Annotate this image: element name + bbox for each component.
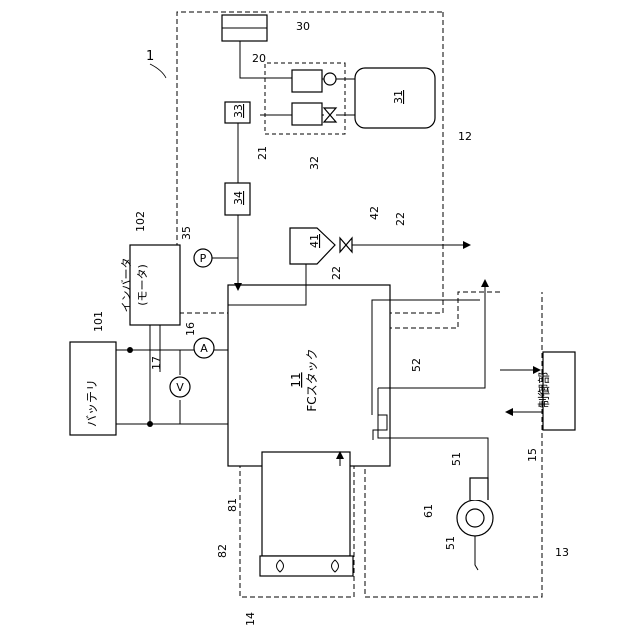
label-51-bottom: 51 [444, 536, 457, 550]
label-17: 17 [150, 356, 163, 370]
label-22-bottom: 22 [330, 266, 343, 280]
stack-name: FCスタック [305, 348, 319, 411]
label-20: 20 [252, 52, 266, 65]
label-41: 41 [308, 234, 321, 248]
label-12: 12 [458, 130, 472, 143]
label-82: 82 [216, 544, 229, 558]
label-34: 34 [232, 191, 245, 205]
label-31: 31 [392, 90, 405, 104]
battery-text: バッテリ [85, 379, 99, 427]
pressure-sensor: P [194, 249, 212, 267]
stack-number: 11 [289, 372, 303, 387]
label-13: 13 [555, 546, 569, 559]
pipe-air-52 [378, 388, 488, 478]
label-system: 1 [146, 49, 154, 64]
label-52: 52 [410, 358, 423, 372]
inverter-text-line2: (モータ) [136, 264, 149, 306]
pipe-air-inlet-51 [475, 536, 478, 570]
drain-valve-42 [340, 238, 352, 252]
label-61: 61 [422, 504, 435, 518]
label-30: 30 [296, 20, 310, 33]
junction-dot [147, 421, 153, 427]
inverter-text-line1: インバータ [120, 258, 133, 313]
ammeter-symbol: A [200, 342, 208, 355]
pump-inner [466, 509, 484, 527]
pump-outlet [470, 478, 488, 500]
label-21: 21 [256, 146, 269, 160]
pressure-sensor-symbol: P [200, 252, 207, 265]
label-35: 35 [180, 226, 193, 240]
label-102: 102 [134, 211, 147, 232]
wire-inverter-stack [116, 325, 228, 424]
regulator-lower [292, 103, 322, 125]
label-14: 14 [244, 612, 257, 626]
voltmeter: V [170, 377, 190, 397]
label-22-top: 22 [394, 212, 407, 226]
voltmeter-symbol: V [176, 381, 184, 394]
label-51-top: 51 [450, 452, 463, 466]
region-13-dashed [365, 292, 542, 597]
pointer-system [150, 64, 166, 78]
ammeter: A [194, 338, 214, 358]
radiator-core-81 [262, 452, 350, 556]
fan-82 [260, 556, 353, 576]
label-81: 81 [226, 498, 239, 512]
label-33: 33 [232, 104, 245, 118]
check-valve [324, 73, 336, 85]
label-15: 15 [526, 448, 539, 462]
label-16: 16 [184, 322, 197, 336]
junction-dot [127, 347, 133, 353]
controller-text: 制御部 [536, 372, 551, 408]
pump-61 [457, 478, 493, 536]
shutoff-valve [324, 108, 336, 122]
regulator-upper [292, 70, 322, 92]
label-32: 32 [308, 156, 321, 170]
label-101: 101 [92, 311, 105, 332]
label-42: 42 [368, 206, 381, 220]
